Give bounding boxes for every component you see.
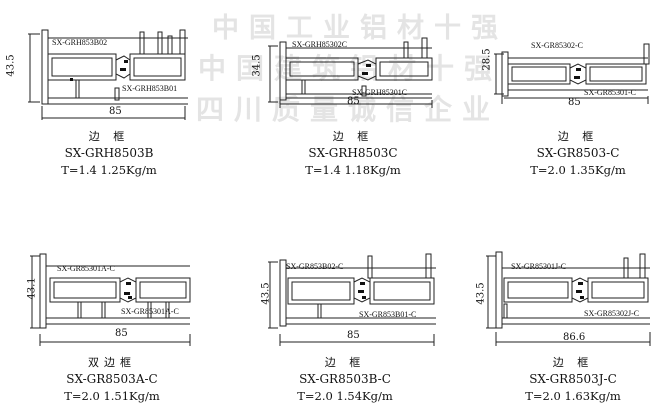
profile-5-caption: 边 框 SX-GR8503B-C T=2.0 1.54Kg/m (250, 354, 440, 405)
profile-6-tag-bottom: SX-GR85302J-C (584, 309, 640, 318)
profile-4-spec: T=2.0 1.51Kg/m (64, 389, 160, 403)
profile-2-name: 边 框 (332, 130, 374, 143)
profile-1-name: 边 框 (88, 130, 130, 143)
profile-1-spec: T=1.4 1.25Kg/m (61, 163, 157, 177)
profile-3-tag-top: SX-GR85302-C (531, 41, 584, 50)
profile-1-tag-bottom: SX-GRH853B01 (122, 84, 178, 93)
profile-3-width: 85 (568, 97, 581, 108)
profile-1-code: SX-GRH8503B (64, 146, 154, 160)
profile-4-caption: 双边框 SX-GR8503A-C T=2.0 1.51Kg/m (17, 354, 207, 405)
profile-4-tag-bottom: SX-GR85301A-C (121, 307, 179, 316)
profile-3-code: SX-GR8503-C (536, 146, 620, 160)
profile-1-width: 85 (109, 106, 122, 117)
profile-2-width: 85 (347, 96, 360, 107)
profile-6-width: 86.6 (563, 332, 586, 343)
profile-6-name: 边 框 (552, 356, 594, 369)
profile-5-tag-top: SX-GR853B02-C (286, 262, 344, 271)
profile-3-spec: T=2.0 1.35Kg/m (530, 163, 626, 177)
profile-3-name: 边 框 (557, 130, 599, 143)
profile-3-tag-bottom: SX-GR85301-C (584, 88, 637, 97)
profile-4-code: SX-GR8503A-C (66, 372, 158, 386)
profile-6-spec: T=2.0 1.63Kg/m (525, 389, 621, 403)
profile-4-height: 43.1 (26, 277, 38, 300)
profile-2-tag-bottom: SX-GRH85301C (352, 88, 408, 97)
profile-2-code: SX-GRH8503C (308, 146, 398, 160)
profile-3-height: 28.5 (481, 48, 493, 71)
profile-5-drawing (268, 253, 436, 346)
profile-2-drawing (268, 37, 433, 108)
profile-5-code: SX-GR8503B-C (299, 372, 391, 386)
profile-1-drawing (28, 29, 188, 120)
profile-6-height: 43.5 (475, 282, 487, 305)
profile-4-name: 双边框 (88, 356, 136, 369)
profile-5-spec: T=2.0 1.54Kg/m (297, 389, 393, 403)
watermark-line-1: 中国工业铝材十强 (212, 13, 508, 44)
profile-2-height: 34.5 (251, 54, 263, 77)
profile-2-tag-top: SX-GRH85302C (292, 40, 348, 49)
profile-2-caption: 边 框 SX-GRH8503C T=1.4 1.18Kg/m (258, 128, 448, 179)
profile-4-drawing (30, 253, 191, 346)
profile-3-caption: 边 框 SX-GR8503-C T=2.0 1.35Kg/m (483, 128, 666, 179)
profile-1-tag-top: SX-GRH853B02 (52, 38, 108, 47)
profile-1-caption: 边 框 SX-GRH8503B T=1.4 1.25Kg/m (14, 128, 204, 179)
profile-4-width: 85 (115, 328, 128, 339)
profile-6-drawing (486, 251, 651, 346)
profile-5-name: 边 框 (324, 356, 366, 369)
profile-5-tag-bottom: SX-GR853B01-C (359, 310, 417, 319)
profile-6-tag-top: SX-GR85301J-C (511, 262, 567, 271)
profile-1-height: 43.5 (5, 54, 17, 77)
profile-2-spec: T=1.4 1.18Kg/m (305, 163, 401, 177)
profile-5-width: 85 (347, 330, 360, 341)
profile-3-drawing (494, 43, 650, 104)
profile-5-height: 43.5 (260, 282, 272, 305)
profile-6-caption: 边 框 SX-GR8503J-C T=2.0 1.63Kg/m (478, 354, 666, 405)
profile-4-tag-top: SX-GR85301A-C (57, 264, 115, 273)
profile-6-code: SX-GR8503J-C (529, 372, 617, 386)
